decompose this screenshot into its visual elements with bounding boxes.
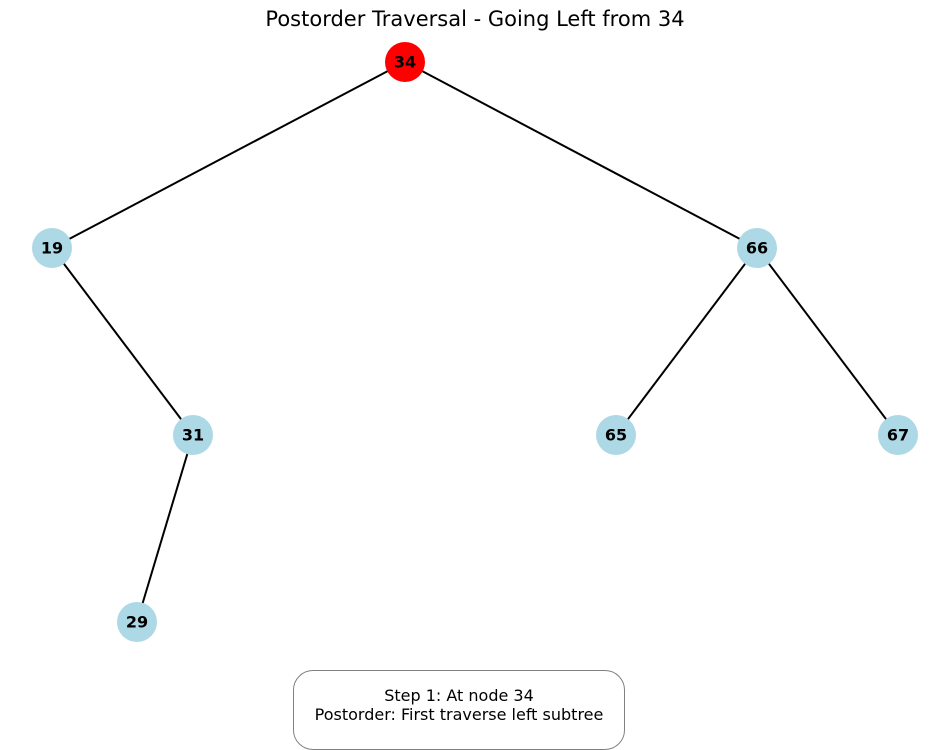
node-label: 31 xyxy=(182,426,204,445)
edge-n66-n67 xyxy=(756,247,899,436)
node-label: 29 xyxy=(126,613,148,632)
step-info-line-2: Postorder: First traverse left subtree xyxy=(314,705,604,724)
edge-n31-n29 xyxy=(136,434,194,623)
tree-node-29: 29 xyxy=(117,602,157,642)
node-label: 65 xyxy=(605,426,627,445)
step-info-line-1: Step 1: At node 34 xyxy=(384,686,534,705)
tree-node-34: 34 xyxy=(385,42,425,82)
tree-node-67: 67 xyxy=(878,415,918,455)
edge-n34-n66 xyxy=(404,61,758,249)
nodes-layer: 34 19 66 31 65 67 29 xyxy=(32,42,918,642)
node-label: 19 xyxy=(41,239,63,258)
node-circle xyxy=(32,228,72,268)
tree-node-65: 65 xyxy=(596,415,636,455)
tree-node-66: 66 xyxy=(737,228,777,268)
tree-node-19: 19 xyxy=(32,228,72,268)
edges-layer xyxy=(51,61,899,623)
step-info-box: Step 1: At node 34 Postorder: First trav… xyxy=(293,670,625,750)
diagram-title: Postorder Traversal - Going Left from 34 xyxy=(265,7,684,31)
node-circle xyxy=(737,228,777,268)
edge-n19-n31 xyxy=(51,247,194,436)
edge-n34-n19 xyxy=(51,61,406,249)
node-label: 67 xyxy=(887,426,909,445)
tree-node-31: 31 xyxy=(173,415,213,455)
node-label: 66 xyxy=(746,239,768,258)
node-circle xyxy=(117,602,157,642)
node-circle xyxy=(878,415,918,455)
node-circle xyxy=(173,415,213,455)
node-circle xyxy=(385,42,425,82)
node-circle xyxy=(596,415,636,455)
node-label: 34 xyxy=(394,53,416,72)
edge-n66-n65 xyxy=(615,247,758,436)
